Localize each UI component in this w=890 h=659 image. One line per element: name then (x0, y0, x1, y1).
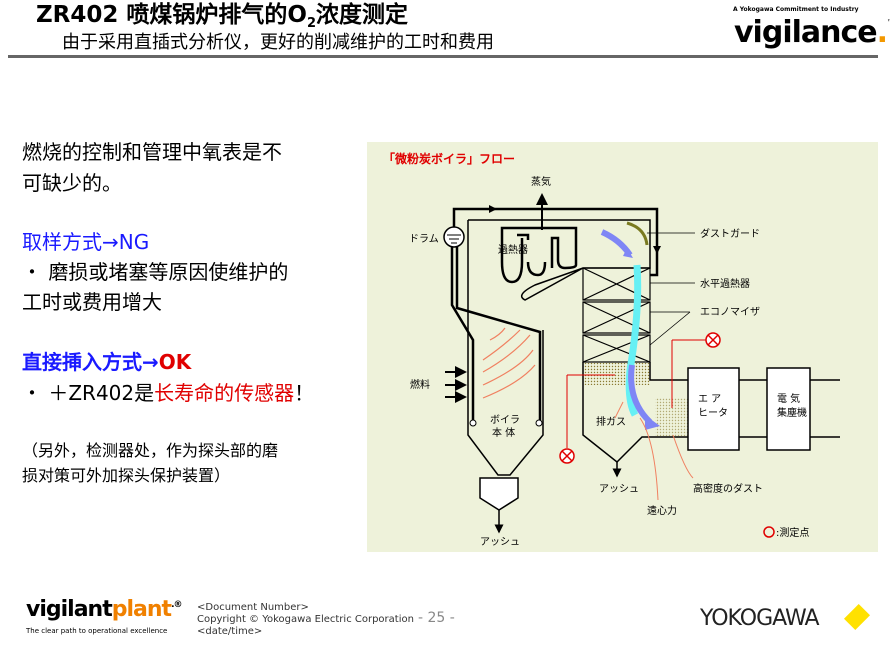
ok-bullet-highlight: 长寿命的传感器 (154, 381, 295, 405)
copyright: Copyright © Yokogawa Electric Corporatio… (197, 614, 414, 625)
header-node-left (469, 419, 477, 427)
diagram-panel (367, 142, 878, 552)
measurement-point-icon (559, 332, 721, 464)
drum-water-lines (447, 234, 461, 244)
superheater-label: 過熱器 (498, 243, 528, 256)
ok-bullet-prefix: ・ ＋ZR402是 (22, 381, 155, 405)
doc-number: <Document Number> (197, 602, 309, 613)
boiler-flow-diagram: 「微粉炭ボイラ」フロー 蒸気 ドラム アッシュ 燃料 ボイラ 本 体 過熱器 ア… (367, 142, 878, 552)
slide-subtitle: 由于采用直插式分析仪，更好的削减维护的工时和费用 (62, 32, 494, 53)
horizontal-superheater-label: 水平過熱器 (700, 277, 750, 290)
yokogawa-logo: YOKOGAWA (700, 606, 820, 631)
yokogawa-diamond-icon (843, 603, 871, 631)
vigilance-logo: vigilance.™ (734, 16, 890, 50)
heat-exchanger-banks (582, 267, 651, 363)
note-line-1: （另外，检测器处，作为探头部的磨 (22, 441, 279, 460)
air-heater-box (687, 367, 740, 451)
gas-flow-arrowhead-top (623, 248, 633, 258)
measurement-point-lines (566, 339, 706, 448)
esp-box (766, 367, 811, 451)
annotation-leader-lines (614, 401, 694, 501)
header-divider (8, 55, 878, 58)
exhaust-gas-label: 排ガス (596, 415, 626, 428)
legend-measurement-icon (763, 526, 775, 538)
vigilantplant-logo: vigilantplant.® (26, 597, 183, 622)
ok-heading-verdict: OK (158, 350, 192, 374)
flame-lines (482, 327, 536, 399)
gas-flow-arrowhead-bottom (645, 415, 660, 430)
note-line-2: 损对策可外加探头保护装置） (22, 466, 231, 485)
ash-hopper (479, 477, 519, 511)
header-node-right (535, 419, 543, 427)
steam-label: 蒸気 (531, 175, 551, 188)
dust-deposit (584, 363, 650, 385)
ok-bullet: ・ ＋ZR402是长寿命的传感器！ (22, 381, 314, 405)
dust-guard-shape (626, 221, 649, 246)
drum-icon (443, 226, 465, 248)
ng-bullet-1: ・ 磨损或堵塞等原因使维护的 (22, 260, 289, 284)
ng-bullet-2: 工时或费用增大 (22, 290, 162, 314)
logo-vigilant: vigilant (26, 597, 113, 622)
ok-bullet-suffix: ！ (294, 381, 315, 405)
ash-label-2: アッシュ (599, 484, 639, 495)
date: <date/time> (197, 626, 263, 637)
brand-tagline: A Yokogawa Commitment to Industry (733, 6, 859, 13)
air-heater-label-2: ヒータ (698, 407, 728, 419)
fuel-label: 燃料 (410, 378, 430, 391)
centrifugal-label: 遠心力 (647, 504, 677, 517)
dust-guard-label: ダストガード (700, 227, 760, 240)
page-number: - 25 - (418, 610, 455, 626)
intro-line-2: 可缺少的。 (22, 171, 122, 195)
label-leader-lines (647, 232, 695, 346)
ok-heading-method: 直接挿入方式→ (22, 350, 159, 374)
vigilance-logo-dot: . (876, 15, 888, 50)
ash-label-1: アッシュ (480, 537, 520, 548)
circulation-pipe (452, 207, 659, 277)
dense-dust-label: 高密度のダスト (693, 482, 763, 495)
economizer-label: エコノマイザ (700, 306, 760, 318)
intro-line-1: 燃烧的控制和管理中氧表是不 (22, 140, 282, 164)
diagram-title: 「微粉炭ボイラ」フロー (383, 151, 515, 166)
cyan-flow (625, 264, 642, 417)
title-text: ZR402 喷煤锅炉排气的O (36, 2, 307, 28)
ok-heading: 直接挿入方式→OK (22, 350, 191, 374)
vigilance-trademark: ™ (887, 19, 890, 26)
superheater-pipes (500, 226, 578, 284)
title-text-suffix: 浓度测定 (316, 2, 409, 28)
air-heater-label-1: エ ア (698, 394, 721, 405)
vigilance-logo-text: vigilance (734, 15, 878, 50)
logo-plant: plant (111, 597, 172, 622)
esp-label-1: 電 気 (777, 392, 800, 405)
boiler-body-label-2: 本 体 (492, 426, 515, 439)
ng-heading: 取样方式→NG (22, 230, 150, 254)
logo-registered: .® (171, 600, 182, 610)
fuel-arrows (445, 366, 467, 403)
footer-tagline: The clear path to operational excellence (26, 627, 168, 635)
esp-label-2: 集塵機 (777, 406, 807, 419)
boiler-body-label-1: ボイラ (490, 414, 520, 426)
downcomer-pipes (450, 247, 542, 425)
legend-label: :測定点 (776, 526, 809, 539)
slide-title: ZR402 喷煤锅炉排气的O2浓度测定 (36, 2, 409, 31)
drum-label: ドラム (409, 233, 439, 245)
title-subscript: 2 (306, 16, 317, 31)
